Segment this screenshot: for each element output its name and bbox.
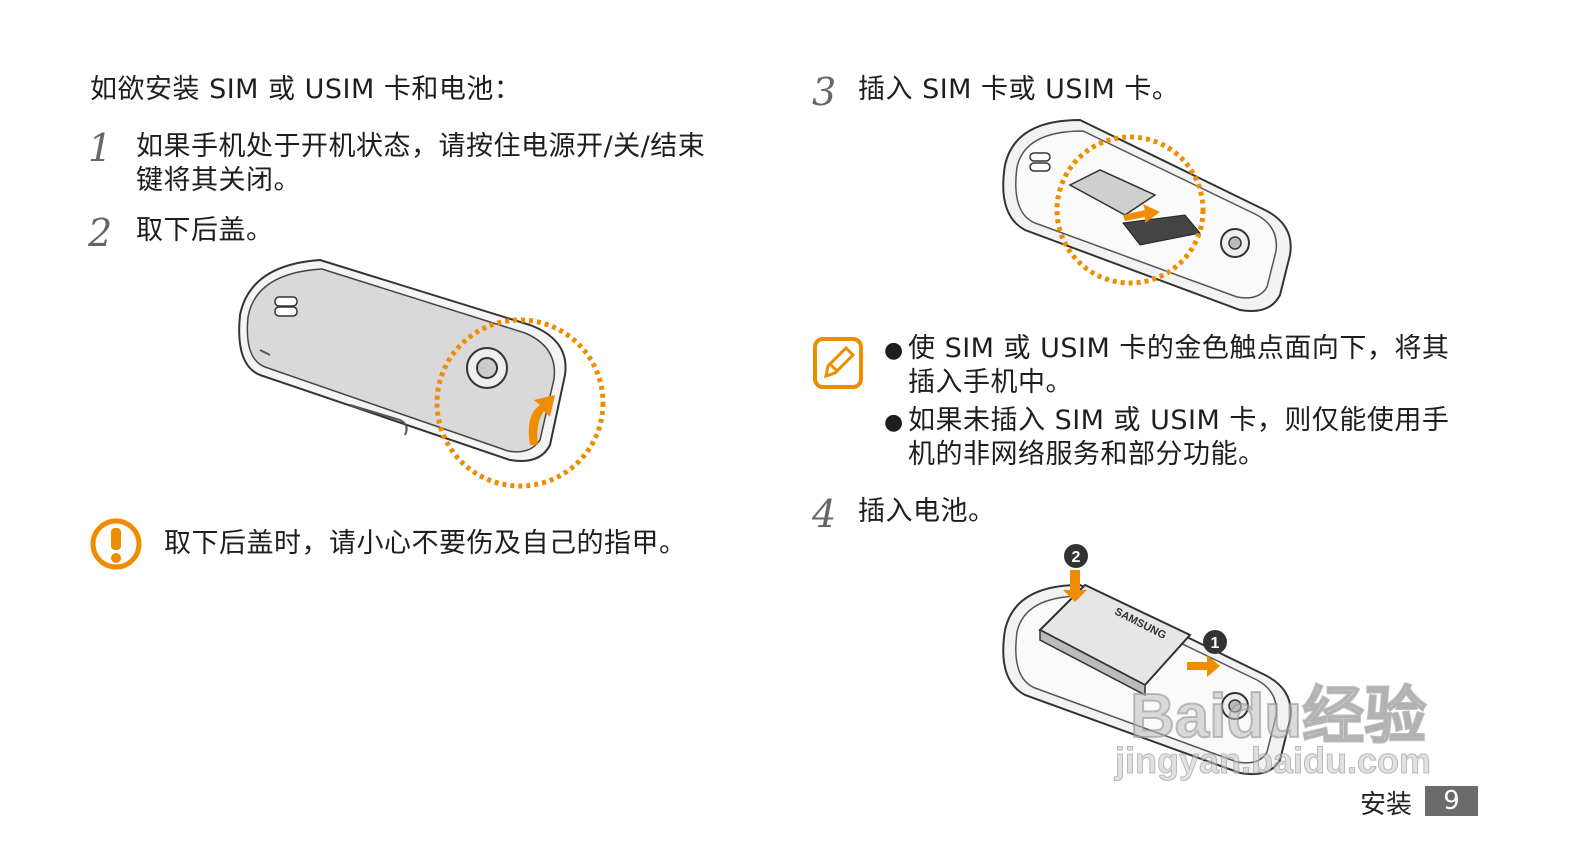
note-icon bbox=[813, 337, 863, 389]
step-3-number: 3 bbox=[812, 70, 837, 114]
step-1-line-1: 如果手机处于开机状态，请按住电源开/关/结束 bbox=[136, 131, 706, 162]
step-2-number: 2 bbox=[88, 211, 113, 255]
page-number: 9 bbox=[1425, 786, 1478, 816]
step-4-number: 4 bbox=[812, 492, 837, 536]
bullet-dot-1: ● bbox=[884, 338, 904, 363]
watermark-url: jingyan.baidu.com bbox=[1114, 740, 1432, 782]
arrow-2-icon bbox=[1063, 570, 1087, 602]
arrow-1-icon bbox=[1187, 655, 1220, 677]
footer-section-label: 安装 bbox=[1360, 790, 1413, 820]
bullet-dot-2: ● bbox=[884, 410, 904, 435]
caution-icon bbox=[90, 518, 142, 570]
step-1-line-2: 键将其关闭。 bbox=[136, 165, 301, 196]
intro-text: 如欲安装 SIM 或 USIM 卡和电池： bbox=[90, 74, 522, 105]
insert-battery-illustration: SAMSUNG 2 1 bbox=[1002, 544, 1292, 776]
note-bullet-2-line-1: 如果未插入 SIM 或 USIM 卡，则仅能使用手 bbox=[908, 405, 1450, 436]
step-3-text: 插入 SIM 卡或 USIM 卡。 bbox=[858, 74, 1180, 105]
caution-text: 取下后盖时，请小心不要伤及自己的指甲。 bbox=[164, 528, 687, 559]
note-bullet-1-line-1: 使 SIM 或 USIM 卡的金色触点面向下，将其 bbox=[908, 333, 1450, 364]
note-bullet-2-line-2: 机的非网络服务和部分功能。 bbox=[908, 439, 1266, 470]
note-bullet-1-line-2: 插入手机中。 bbox=[908, 367, 1073, 398]
step-4-text: 插入电池。 bbox=[858, 496, 996, 527]
callout-1-label: 1 bbox=[1211, 635, 1220, 652]
callout-2-badge bbox=[1064, 544, 1088, 568]
watermark-logo: Baidu经验 bbox=[1129, 681, 1427, 752]
callout-2-label: 2 bbox=[1072, 549, 1081, 566]
step-2-text: 取下后盖。 bbox=[136, 215, 274, 246]
remove-cover-illustration bbox=[238, 258, 606, 489]
callout-1-badge bbox=[1203, 630, 1227, 654]
insert-sim-illustration bbox=[1002, 118, 1292, 312]
step-1-number: 1 bbox=[88, 126, 113, 170]
